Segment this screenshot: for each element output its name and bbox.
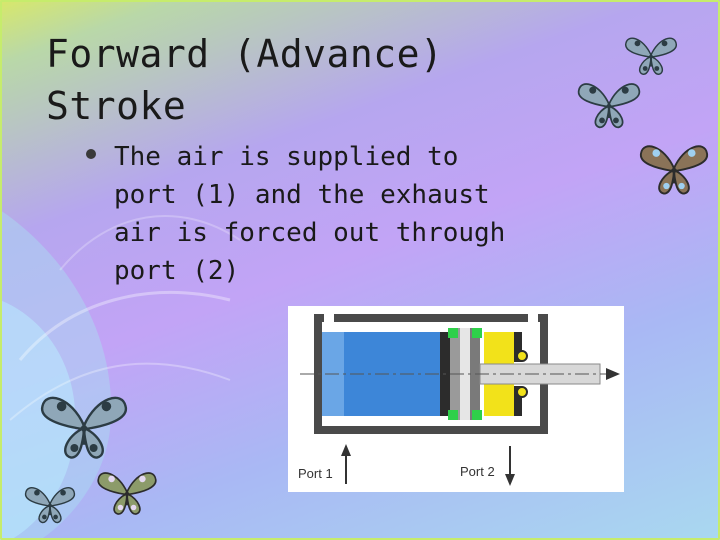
port-1-label: Port 1 <box>298 466 333 481</box>
butterfly-icon <box>640 145 708 195</box>
butterfly-icon <box>577 83 641 129</box>
bullet-icon <box>86 149 96 159</box>
butterfly-icon <box>97 472 157 515</box>
butterfly-icon <box>625 37 677 76</box>
butterfly-icon <box>25 487 75 524</box>
seal <box>448 328 458 338</box>
direction-arrow <box>606 368 620 380</box>
arrow-down-icon <box>505 474 515 486</box>
bullet-text: The air is supplied to port (1) and the … <box>114 142 506 286</box>
butterfly-icon <box>41 396 127 459</box>
slide-title: Forward (Advance) Stroke <box>46 32 444 128</box>
cylinder-diagram: Port 1 Port 2 <box>288 306 624 492</box>
port-2-label: Port 2 <box>460 464 495 479</box>
arrow-up-icon <box>341 444 351 456</box>
